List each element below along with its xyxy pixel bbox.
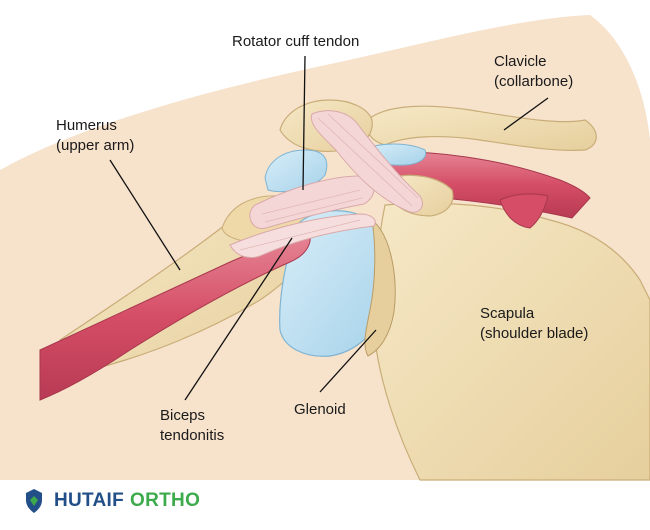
glenoid-rim <box>364 218 396 357</box>
clavicle-label-line1: Clavicle <box>494 53 547 70</box>
clavicle-label: Clavicle (collarbone) <box>494 52 573 92</box>
humerus-label: Humerus (upper arm) <box>56 116 134 156</box>
biceps-label-line1: Biceps <box>160 407 206 424</box>
scapula-label-line1: Scapula <box>480 305 535 322</box>
shield-icon <box>26 489 42 513</box>
clavicle-bone <box>366 105 597 151</box>
rotator-cuff-label-text: Rotator cuff tendon <box>232 33 360 50</box>
scapula-label: Scapula (shoulder blade) <box>480 304 588 344</box>
biceps-label-line2: tendonitis <box>160 427 225 444</box>
glenoid-pointer <box>319 329 377 393</box>
biceps-muscle <box>39 233 311 401</box>
rotator-pointer <box>302 55 306 191</box>
glenoid-label-text: Glenoid <box>294 401 346 418</box>
humerus-label-line1: Humerus <box>56 117 117 134</box>
biceps-pointer <box>184 237 293 401</box>
clavicle-pointer <box>503 97 549 131</box>
scapula-notch <box>499 193 549 229</box>
rotator-cuff-tendon-upper <box>310 110 423 213</box>
rotator-cuff-tendon <box>249 175 375 230</box>
humerus-pointer <box>109 159 181 271</box>
brand-name-part1: HUTAIF <box>54 490 125 511</box>
humerus-label-line2: (upper arm) <box>56 137 135 154</box>
rotator-cuff-label: Rotator cuff tendon <box>232 32 359 52</box>
biceps-label: Biceps tendonitis <box>160 406 224 446</box>
glenoid-label: Glenoid <box>294 400 346 420</box>
scapula-label-line2: (shoulder blade) <box>480 325 589 342</box>
brand-name-part2: ORTHO <box>130 490 201 511</box>
tendon-fibers <box>239 113 419 251</box>
clavicle-label-line2: (collarbone) <box>494 73 574 90</box>
